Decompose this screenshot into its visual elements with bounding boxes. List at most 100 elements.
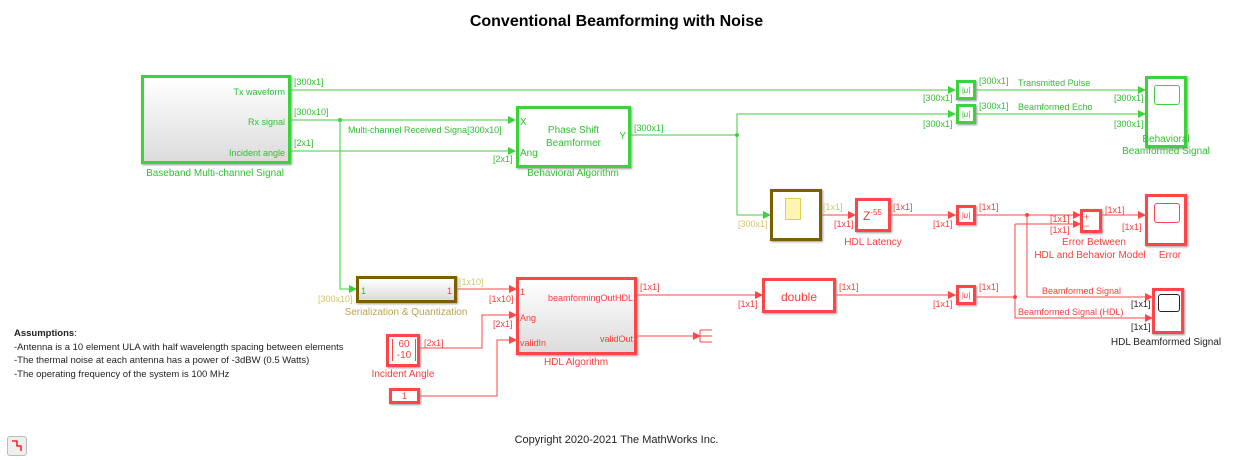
dim-label: [1x1]	[823, 202, 843, 212]
hdl-algorithm-block[interactable]: 1 Ang validIn beamformingOutHDL validOut	[516, 277, 637, 355]
dim-label: [300x1]	[738, 219, 768, 229]
plus-sign: +	[1084, 212, 1090, 222]
signal-name-bf: Beamformed Signal	[1042, 286, 1122, 296]
hdl-algorithm-caption: HDL Algorithm	[543, 357, 609, 368]
dim-label: [1x1]	[1122, 222, 1142, 232]
baseband-signal-block[interactable]: Tx waveform Rx signal Incident angle	[141, 75, 291, 164]
dim-label: [1x1]	[1050, 214, 1070, 224]
port-x: X	[520, 117, 527, 128]
dim-label: [300x1]	[1114, 119, 1144, 129]
signal-name-echo: Beamformed Echo	[1018, 102, 1093, 112]
port-incident-angle: Incident angle	[228, 148, 285, 158]
dim-label: [2x1]	[493, 154, 513, 164]
buffer-icon	[785, 198, 801, 220]
dim-label: [1x1]	[979, 202, 999, 212]
copyright-text: Copyright 2020-2021 The MathWorks Inc.	[514, 434, 719, 446]
dim-label: [1x1]	[893, 202, 913, 212]
dim-label: [1x1]	[839, 282, 859, 292]
serialization-caption: Serialization & Quantization	[344, 307, 468, 318]
dim-label: [1x1]	[979, 282, 999, 292]
matrix-value: 60-10	[392, 339, 416, 361]
hdl-scope-caption: HDL Beamformed Signal	[1110, 337, 1222, 348]
error-scope-caption: Error	[1158, 250, 1182, 261]
port-ang: Ang	[520, 148, 538, 159]
serialization-block[interactable]: 1 1	[356, 276, 457, 303]
dim-label: [300x1]	[634, 123, 664, 133]
dim-label: [1x1]	[1050, 225, 1070, 235]
dim-label: [300x1]	[294, 77, 324, 87]
abs-block-tx[interactable]: |u|	[956, 80, 976, 100]
block-text: Phase Shift	[547, 125, 600, 136]
incident-angle-constant[interactable]: 60-10	[386, 334, 420, 367]
phase-shift-beamformer-block[interactable]: X Ang Y Phase Shift Beamformer	[516, 106, 631, 168]
port-rx-signal: Rx signal	[247, 117, 285, 127]
signal-name-bf-hdl: Beamformed Signal (HDL)	[1018, 307, 1124, 317]
constant-value: 1	[401, 391, 407, 401]
assumptions-note: Assumptions: -Antenna is a 10 element UL…	[14, 327, 344, 381]
dim-label: [2x1]	[493, 319, 513, 329]
hdl-latency-block[interactable]: Z-55	[855, 198, 891, 232]
port-out: 1	[446, 286, 452, 296]
port-y: Y	[619, 131, 626, 142]
scope-screen-icon	[1154, 203, 1180, 223]
dim-label: [300x10]	[294, 107, 329, 117]
dim-label: [1x1]	[933, 219, 953, 229]
scope-screen-icon	[1154, 85, 1180, 105]
behavioral-algorithm-caption: Behavioral Algorithm	[527, 168, 619, 179]
behavioral-scope[interactable]	[1145, 76, 1187, 148]
sum-caption: Error Between	[1062, 237, 1126, 248]
block-text: Beamformer	[545, 138, 601, 149]
assumptions-heading: Assumptions	[14, 328, 75, 339]
error-scope[interactable]	[1145, 194, 1187, 246]
dim-label: [300x1]	[1114, 93, 1144, 103]
assumption-line: -The thermal noise at each antenna has a…	[14, 355, 310, 366]
block-text: double	[780, 290, 818, 304]
buffer-rate-block[interactable]	[770, 189, 822, 241]
port-beamformingouthdl: beamformingOutHDL	[547, 293, 633, 303]
incident-angle-caption: Incident Angle	[371, 369, 435, 380]
dim-label: [1x1]	[1131, 299, 1151, 309]
port-in: 1	[361, 286, 367, 296]
sum-caption: HDL and Behavior Model	[1034, 250, 1146, 261]
dim-label: [300x1]	[979, 101, 1009, 111]
dim-label: [2x1]	[294, 138, 314, 148]
abs-block-hdl[interactable]: |u|	[956, 285, 976, 305]
assumption-line: -Antenna is a 10 element ULA with half w…	[14, 341, 344, 353]
dim-label: [300x10]	[318, 294, 353, 304]
minus-sign: −	[1084, 221, 1090, 231]
port-ang: Ang	[520, 313, 537, 323]
signal-name-rx: Multi-channel Received Signa[300x10]	[348, 125, 502, 135]
dim-label: [1x1]	[640, 282, 660, 292]
port-tx-waveform: Tx waveform	[233, 87, 285, 97]
line-y-down	[736, 135, 771, 219]
scope-screen-icon	[1158, 294, 1180, 312]
hdl-latency-caption: HDL Latency	[844, 237, 902, 248]
dim-label: [1x10]	[489, 294, 514, 304]
port-validin: validIn	[520, 338, 547, 348]
behavioral-scope-caption: Beamformed Signal	[1122, 146, 1210, 157]
port-1: 1	[520, 287, 526, 297]
behavioral-scope-caption: Behavioral	[1142, 134, 1190, 145]
dim-label: [1x1]	[933, 299, 953, 309]
dim-label: [300x1]	[979, 76, 1009, 86]
baseband-caption: Baseband Multi-channel Signal	[146, 168, 284, 179]
dim-label: [1x1]	[738, 299, 758, 309]
abs-block-echo[interactable]: |u|	[956, 104, 976, 124]
sum-block[interactable]: + −	[1080, 209, 1102, 233]
line-y-up	[736, 110, 956, 135]
signal-name-transmitted: Transmitted Pulse	[1018, 78, 1091, 88]
angle-value-1: 60	[398, 339, 410, 350]
double-conversion-block[interactable]: double	[762, 278, 836, 313]
signal-hierarchy-icon[interactable]	[7, 436, 27, 456]
assumptions-colon: :	[74, 328, 77, 339]
angle-value-2: -10	[396, 350, 412, 361]
dim-label: [1x1]	[1131, 322, 1151, 332]
model-title: Conventional Beamforming with Noise	[469, 13, 764, 30]
valid-constant[interactable]: 1	[389, 388, 420, 404]
dim-label: [1x1]	[834, 219, 854, 229]
hdl-scope[interactable]	[1152, 288, 1184, 334]
abs-block-latency[interactable]: |u|	[956, 205, 976, 225]
dim-label: [300x1]	[923, 119, 953, 129]
